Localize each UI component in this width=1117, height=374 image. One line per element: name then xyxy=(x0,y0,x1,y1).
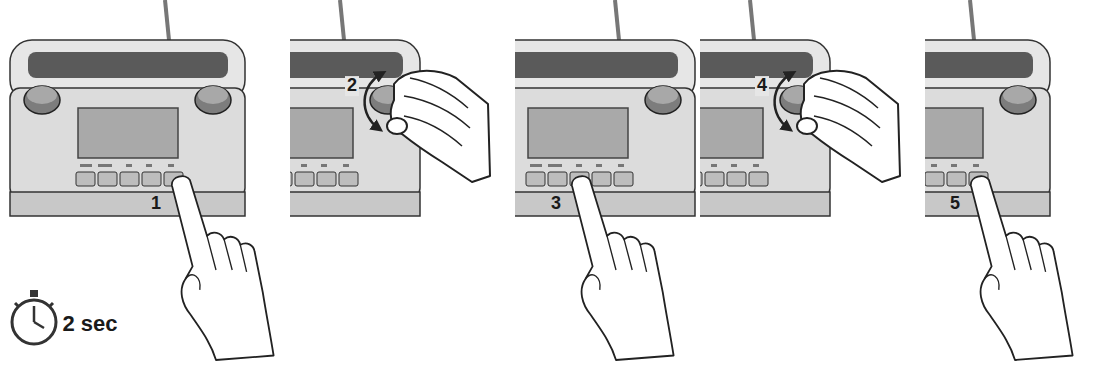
illustration xyxy=(572,176,674,360)
stopwatch-icon xyxy=(34,322,44,328)
callout-number: 1 xyxy=(149,194,163,214)
illustration xyxy=(775,71,900,182)
duration-label: 2 sec xyxy=(60,312,119,336)
stopwatch-icon xyxy=(33,306,36,322)
stopwatch-icon xyxy=(30,290,38,297)
stopwatch-icon xyxy=(12,300,56,344)
callout-number: 2 xyxy=(345,76,359,96)
panel xyxy=(515,0,695,216)
illustration xyxy=(365,71,490,182)
callout-number: 4 xyxy=(755,76,769,96)
callout-number: 3 xyxy=(549,194,563,214)
illustration xyxy=(971,176,1073,360)
panel xyxy=(515,0,695,216)
panel xyxy=(10,0,245,216)
stopwatch-icon xyxy=(12,290,56,344)
callout-number: 5 xyxy=(948,194,962,214)
illustration xyxy=(172,176,274,360)
panel xyxy=(10,0,245,216)
